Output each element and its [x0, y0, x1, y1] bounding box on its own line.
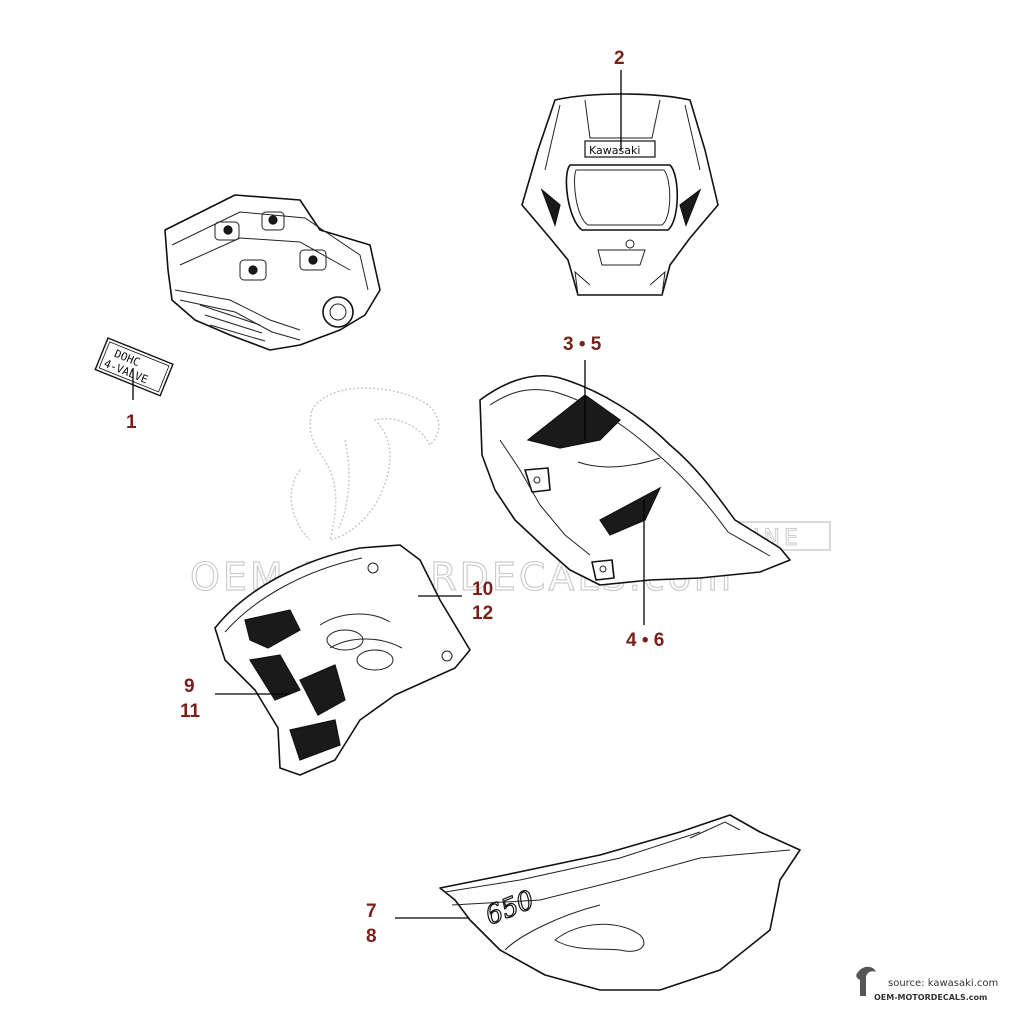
dohc-4-valve-decal: DOHC 4-VALVE	[94, 337, 174, 397]
bird-logo-icon	[856, 966, 876, 996]
watermark-bird-logo	[290, 387, 440, 542]
radiator-shroud-illustration	[214, 544, 471, 776]
callout-3-5: 3 • 5	[563, 334, 602, 355]
callout-11: 11	[180, 701, 201, 722]
callout-labels: 1 2 3 • 5 4 • 6 10 12 9 11 7 8	[126, 48, 664, 947]
site-text: OEM-MOTORDECALS.com	[874, 993, 987, 1002]
callout-10: 10	[472, 579, 493, 600]
callout-8: 8	[366, 926, 377, 947]
callout-9: 9	[184, 676, 195, 697]
tank-shroud-illustration	[479, 374, 791, 586]
callout-1: 1	[126, 412, 137, 433]
callout-4-6: 4 • 6	[626, 630, 664, 651]
callout-2: 2	[614, 48, 625, 69]
kawasaki-decal-text: Kawasaki	[589, 144, 640, 157]
callout-7: 7	[366, 901, 377, 922]
cylinder-head-illustration	[164, 194, 381, 351]
headlight-cowl-illustration: Kawasaki	[521, 93, 719, 296]
source-credit: source: kawasaki.com OEM-MOTORDECALS.com	[856, 966, 998, 1002]
side-cover-illustration: 650	[439, 814, 801, 991]
leader-lines	[132, 70, 645, 919]
source-text: source: kawasaki.com	[888, 978, 998, 989]
callout-12: 12	[472, 603, 493, 624]
